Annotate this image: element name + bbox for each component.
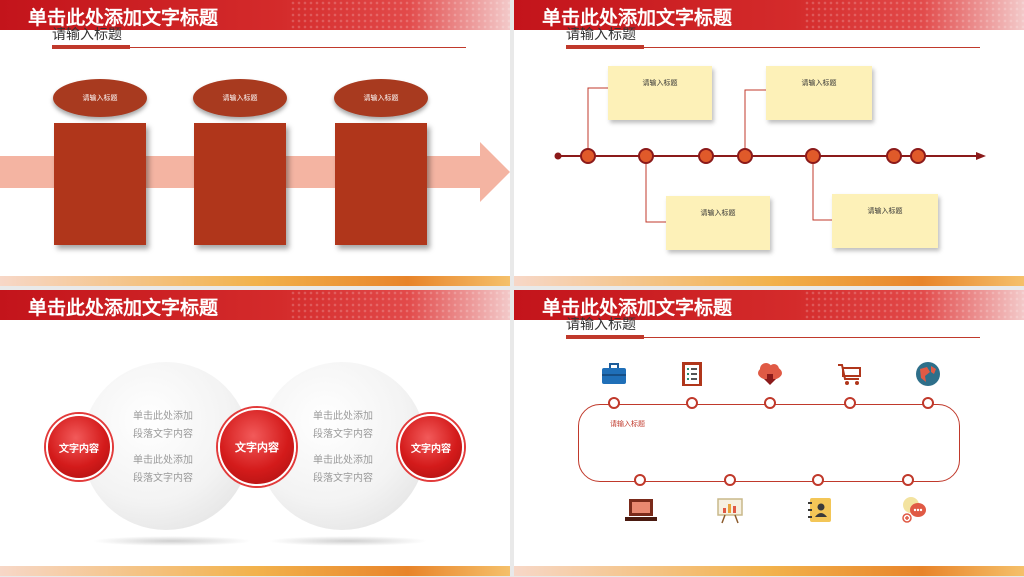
paragraph-left[interactable]: 单击此处添加 段落文字内容 单击此处添加 段落文字内容 [118, 408, 208, 488]
paragraph-line: 段落文字内容 [133, 429, 193, 440]
header-title[interactable]: 单击此处添加文字标题 [542, 7, 733, 29]
track-dot[interactable] [812, 474, 824, 486]
subtitle[interactable]: 请输入标题 [52, 27, 122, 43]
timeline-node-3[interactable] [698, 148, 714, 164]
oval-label-2[interactable]: 请输入标题 [193, 79, 287, 117]
track-dot[interactable] [764, 397, 776, 409]
subtitle-underline [566, 47, 980, 48]
slide-3[interactable]: 单击此处添加文字标题 单击此处添加 段落文字内容 单击此处添加 段落文字内容 单… [0, 290, 510, 576]
header-bar: 单击此处添加文字标题 [0, 290, 510, 320]
track-dot[interactable] [608, 397, 620, 409]
footer-band [0, 276, 510, 286]
cloud-download-icon[interactable] [756, 360, 784, 388]
subtitle-accent-bar [566, 45, 644, 49]
chat-bubble-icon[interactable] [900, 496, 928, 524]
oval-label-1[interactable]: 请输入标题 [53, 79, 147, 117]
red-circle-button-3[interactable]: 文字内容 [398, 414, 464, 480]
subtitle-underline [52, 47, 466, 48]
red-circle-button-2[interactable]: 文字内容 [218, 408, 296, 486]
shopping-cart-icon[interactable] [836, 360, 864, 388]
presentation-board-icon[interactable] [716, 496, 744, 524]
paragraph-line: 段落文字内容 [313, 473, 373, 484]
track-dot[interactable] [844, 397, 856, 409]
timeline-node-5[interactable] [805, 148, 821, 164]
slide-2[interactable]: 单击此处添加文字标题 请输入标题 请输入标题 请输入标题 请输入标题 请输入标题 [514, 0, 1024, 286]
footer-band [514, 566, 1024, 576]
arrow-head [480, 142, 510, 202]
timeline-node-2[interactable] [638, 148, 654, 164]
track-dot[interactable] [922, 397, 934, 409]
sticky-note-1[interactable]: 请输入标题 [608, 66, 712, 120]
paragraph-line: 单击此处添加 [313, 455, 373, 466]
track-dot[interactable] [634, 474, 646, 486]
red-circle-button-1[interactable]: 文字内容 [46, 414, 112, 480]
subtitle-accent-bar [52, 45, 130, 49]
header-bar: 单击此处添加文字标题 [514, 290, 1024, 320]
footer-band [0, 566, 510, 576]
timeline-connectors [554, 87, 986, 223]
slide-4[interactable]: 单击此处添加文字标题 请输入标题 请输入标题 [514, 290, 1024, 576]
track-dot[interactable] [686, 397, 698, 409]
track-dot[interactable] [724, 474, 736, 486]
header-title[interactable]: 单击此处添加文字标题 [28, 7, 219, 29]
paragraph-line: 段落文字内容 [133, 473, 193, 484]
slide-1[interactable]: 单击此处添加文字标题 请输入标题 请输入标题 请输入标题 请输入标题 [0, 0, 510, 286]
paragraph-line: 单击此处添加 [133, 411, 193, 422]
content-box-3[interactable] [335, 123, 427, 245]
header-bar: 单击此处添加文字标题 [0, 0, 510, 30]
sticky-note-2[interactable]: 请输入标题 [766, 66, 872, 120]
timeline-node-7[interactable] [910, 148, 926, 164]
globe-icon[interactable] [914, 360, 942, 388]
subtitle-accent-bar [566, 335, 644, 339]
paragraph-line: 段落文字内容 [313, 429, 373, 440]
timeline-node-4[interactable] [737, 148, 753, 164]
header-bar: 单击此处添加文字标题 [514, 0, 1024, 30]
subtitle-underline [566, 337, 980, 338]
timeline-node-6[interactable] [886, 148, 902, 164]
track-label[interactable]: 请输入标题 [610, 420, 645, 428]
oval-label-3[interactable]: 请输入标题 [334, 79, 428, 117]
track-dot[interactable] [902, 474, 914, 486]
content-box-1[interactable] [54, 123, 146, 245]
circle-shadow-1 [92, 536, 252, 546]
sticky-note-4[interactable]: 请输入标题 [832, 194, 938, 248]
paragraph-line: 单击此处添加 [133, 455, 193, 466]
subtitle[interactable]: 请输入标题 [566, 27, 636, 43]
timeline-node-1[interactable] [580, 148, 596, 164]
footer-band [514, 276, 1024, 286]
process-track [578, 404, 960, 482]
checklist-icon[interactable] [678, 360, 706, 388]
paragraph-right[interactable]: 单击此处添加 段落文字内容 单击此处添加 段落文字内容 [298, 408, 388, 488]
sticky-note-3[interactable]: 请输入标题 [666, 196, 770, 250]
laptop-icon[interactable] [624, 496, 658, 524]
briefcase-icon[interactable] [600, 360, 628, 388]
header-title[interactable]: 单击此处添加文字标题 [28, 297, 219, 319]
subtitle[interactable]: 请输入标题 [566, 317, 636, 333]
header-title[interactable]: 单击此处添加文字标题 [542, 297, 733, 319]
paragraph-line: 单击此处添加 [313, 411, 373, 422]
contact-book-icon[interactable] [806, 496, 834, 524]
circle-shadow-2 [268, 536, 428, 546]
content-box-2[interactable] [194, 123, 286, 245]
